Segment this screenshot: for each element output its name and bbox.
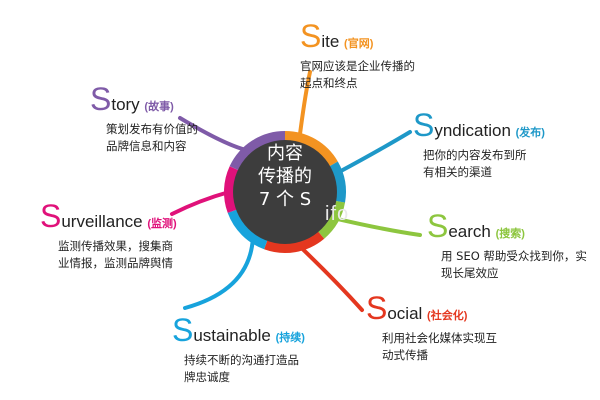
- ring-segment-story: [229, 130, 286, 171]
- item-site: Site (官网) 官网应该是企业传播的起点和终点: [300, 20, 420, 92]
- item-search-chinese-name: (搜索): [495, 228, 525, 240]
- item-site-chinese-name: (官网): [344, 38, 374, 50]
- item-syndication-chinese-name: (发布): [515, 127, 545, 139]
- ring-segment-search: [317, 200, 346, 239]
- item-sustainable-name: ustainable: [193, 326, 271, 345]
- item-story-initial: S: [90, 81, 112, 117]
- item-sustainable-description: 持续不断的沟通打造品牌忠诚度: [184, 353, 299, 384]
- item-sustainable: Sustainable (持续) 持续不断的沟通打造品牌忠诚度: [172, 314, 305, 386]
- color-ring: [224, 130, 346, 253]
- item-social-initial: S: [366, 290, 388, 326]
- item-site-name: ite: [321, 32, 340, 51]
- ring-segment-site: [284, 131, 338, 167]
- item-site-title: Site (官网): [300, 20, 420, 54]
- center-circle: [233, 140, 337, 244]
- spoke-social: [297, 244, 364, 312]
- ring-segment-social: [264, 230, 325, 253]
- item-surveillance: Surveillance (监测) 监测传播效果，搜集商业情报，监测品牌舆情: [40, 200, 177, 272]
- spoke-syndication: [335, 130, 412, 175]
- item-syndication-initial: S: [413, 107, 435, 143]
- center-title: 内容 传播的 7 个 S: [225, 142, 345, 211]
- watermark: ifo: [325, 203, 350, 225]
- ring-segment-syndication: [329, 161, 346, 203]
- item-surveillance-description: 监测传播效果，搜集商业情报，监测品牌舆情: [58, 239, 173, 270]
- center-title-line2: 传播的: [258, 166, 312, 187]
- item-syndication-description: 把你的内容发布到所有相关的渠道: [423, 148, 527, 179]
- spoke-search: [332, 216, 422, 237]
- item-social-chinese-name: (社会化): [427, 310, 468, 322]
- item-search-title: Search (搜索): [427, 210, 591, 244]
- item-sustainable-chinese-name: (持续): [275, 332, 305, 344]
- ring-segment-sustainable: [227, 209, 268, 250]
- item-syndication-title: Syndication (发布): [413, 109, 545, 143]
- item-site-description: 官网应该是企业传播的起点和终点: [300, 59, 415, 90]
- item-social-name: ocial: [387, 304, 423, 323]
- item-surveillance-title: Surveillance (监测): [40, 200, 177, 234]
- item-story-description: 策划发布有价值的品牌信息和内容: [106, 122, 198, 153]
- item-social: Social (社会化) 利用社会化媒体实现互动式传播: [366, 292, 502, 364]
- item-surveillance-initial: S: [40, 198, 62, 234]
- item-social-description: 利用社会化媒体实现互动式传播: [382, 331, 497, 362]
- item-syndication-name: yndication: [434, 121, 511, 140]
- item-surveillance-chinese-name: (监测): [147, 218, 177, 230]
- item-search-name: earch: [448, 222, 491, 241]
- item-surveillance-name: urveillance: [61, 212, 143, 231]
- item-sustainable-title: Sustainable (持续): [172, 314, 305, 348]
- ring-segment-surveillance: [224, 166, 239, 213]
- item-story-title: Story (故事): [90, 83, 198, 117]
- item-search: Search (搜索) 用 SEO 帮助受众找到你，实现长尾效应: [427, 210, 591, 282]
- item-social-title: Social (社会化): [366, 292, 502, 326]
- item-search-initial: S: [427, 208, 449, 244]
- item-story-name: tory: [111, 95, 140, 114]
- spoke-site: [297, 70, 312, 140]
- center-title-line3: 7 个 S: [258, 189, 312, 210]
- item-sustainable-initial: S: [172, 312, 194, 348]
- item-site-initial: S: [300, 18, 322, 54]
- item-story-chinese-name: (故事): [144, 101, 174, 113]
- item-syndication: Syndication (发布) 把你的内容发布到所有相关的渠道: [413, 109, 545, 181]
- spoke-surveillance: [170, 190, 231, 216]
- item-story: Story (故事) 策划发布有价值的品牌信息和内容: [90, 83, 198, 155]
- center-title-line1: 内容: [267, 143, 303, 164]
- spoke-sustainable: [183, 235, 255, 310]
- item-search-description: 用 SEO 帮助受众找到你，实现长尾效应: [441, 249, 587, 280]
